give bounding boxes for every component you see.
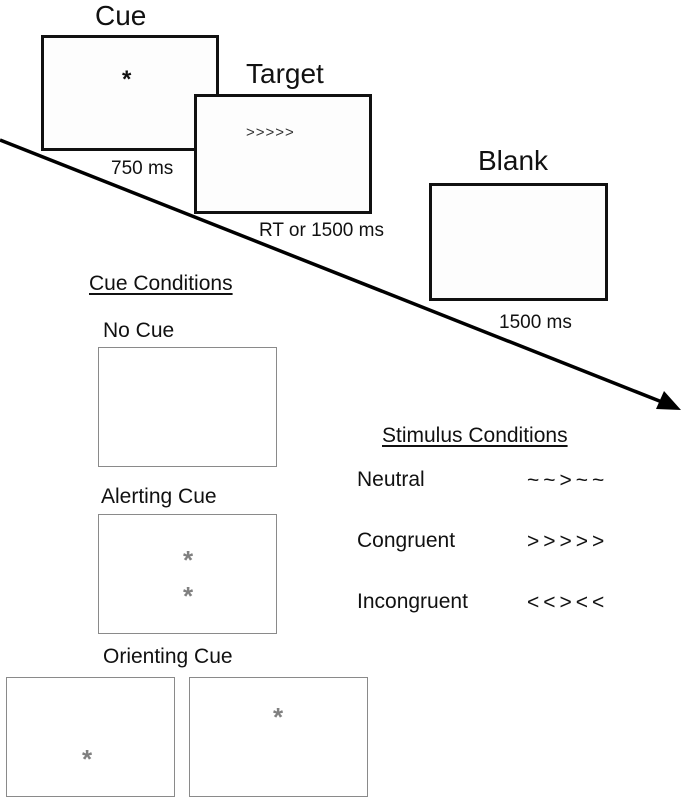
incongruent-label: Incongruent bbox=[357, 590, 468, 613]
incongruent-sequence: <<><< bbox=[527, 591, 609, 614]
no-cue-frame bbox=[98, 347, 277, 467]
blank-label: Blank bbox=[478, 145, 549, 176]
stimulus-conditions-heading: Stimulus Conditions bbox=[382, 424, 568, 447]
cue-conditions-heading: Cue Conditions bbox=[89, 272, 233, 295]
alerting-cue-frame: * * bbox=[98, 514, 277, 634]
alerting-asterisk-lower: * bbox=[183, 581, 194, 611]
orienting-cue-label: Orienting Cue bbox=[103, 645, 233, 668]
target-stimulus: >>>>> bbox=[246, 124, 295, 141]
blank-frame bbox=[429, 183, 608, 301]
target-frame: >>>>> bbox=[194, 94, 372, 214]
orienting-asterisk-upper: * bbox=[273, 702, 284, 732]
orienting-cue-frame-lower: * bbox=[6, 677, 175, 797]
target-duration: RT or 1500 ms bbox=[259, 220, 384, 241]
cue-duration: 750 ms bbox=[111, 158, 174, 179]
orienting-asterisk-lower: * bbox=[82, 744, 93, 774]
neutral-label: Neutral bbox=[357, 468, 425, 491]
cue-frame: * bbox=[41, 35, 219, 151]
alerting-asterisk-upper: * bbox=[183, 545, 194, 575]
timeline-arrowhead bbox=[656, 391, 681, 410]
alerting-cue-label: Alerting Cue bbox=[101, 485, 217, 508]
orienting-cue-frame-upper: * bbox=[189, 677, 368, 797]
fixation-asterisk: * bbox=[122, 66, 132, 93]
neutral-sequence: ~~>~~ bbox=[527, 469, 609, 492]
timeline-line bbox=[0, 138, 663, 404]
congruent-label: Congruent bbox=[357, 529, 456, 552]
target-label: Target bbox=[246, 58, 324, 89]
cue-label: Cue bbox=[95, 0, 147, 31]
no-cue-label: No Cue bbox=[103, 319, 175, 342]
blank-duration: 1500 ms bbox=[499, 312, 572, 333]
congruent-sequence: >>>>> bbox=[527, 530, 609, 553]
